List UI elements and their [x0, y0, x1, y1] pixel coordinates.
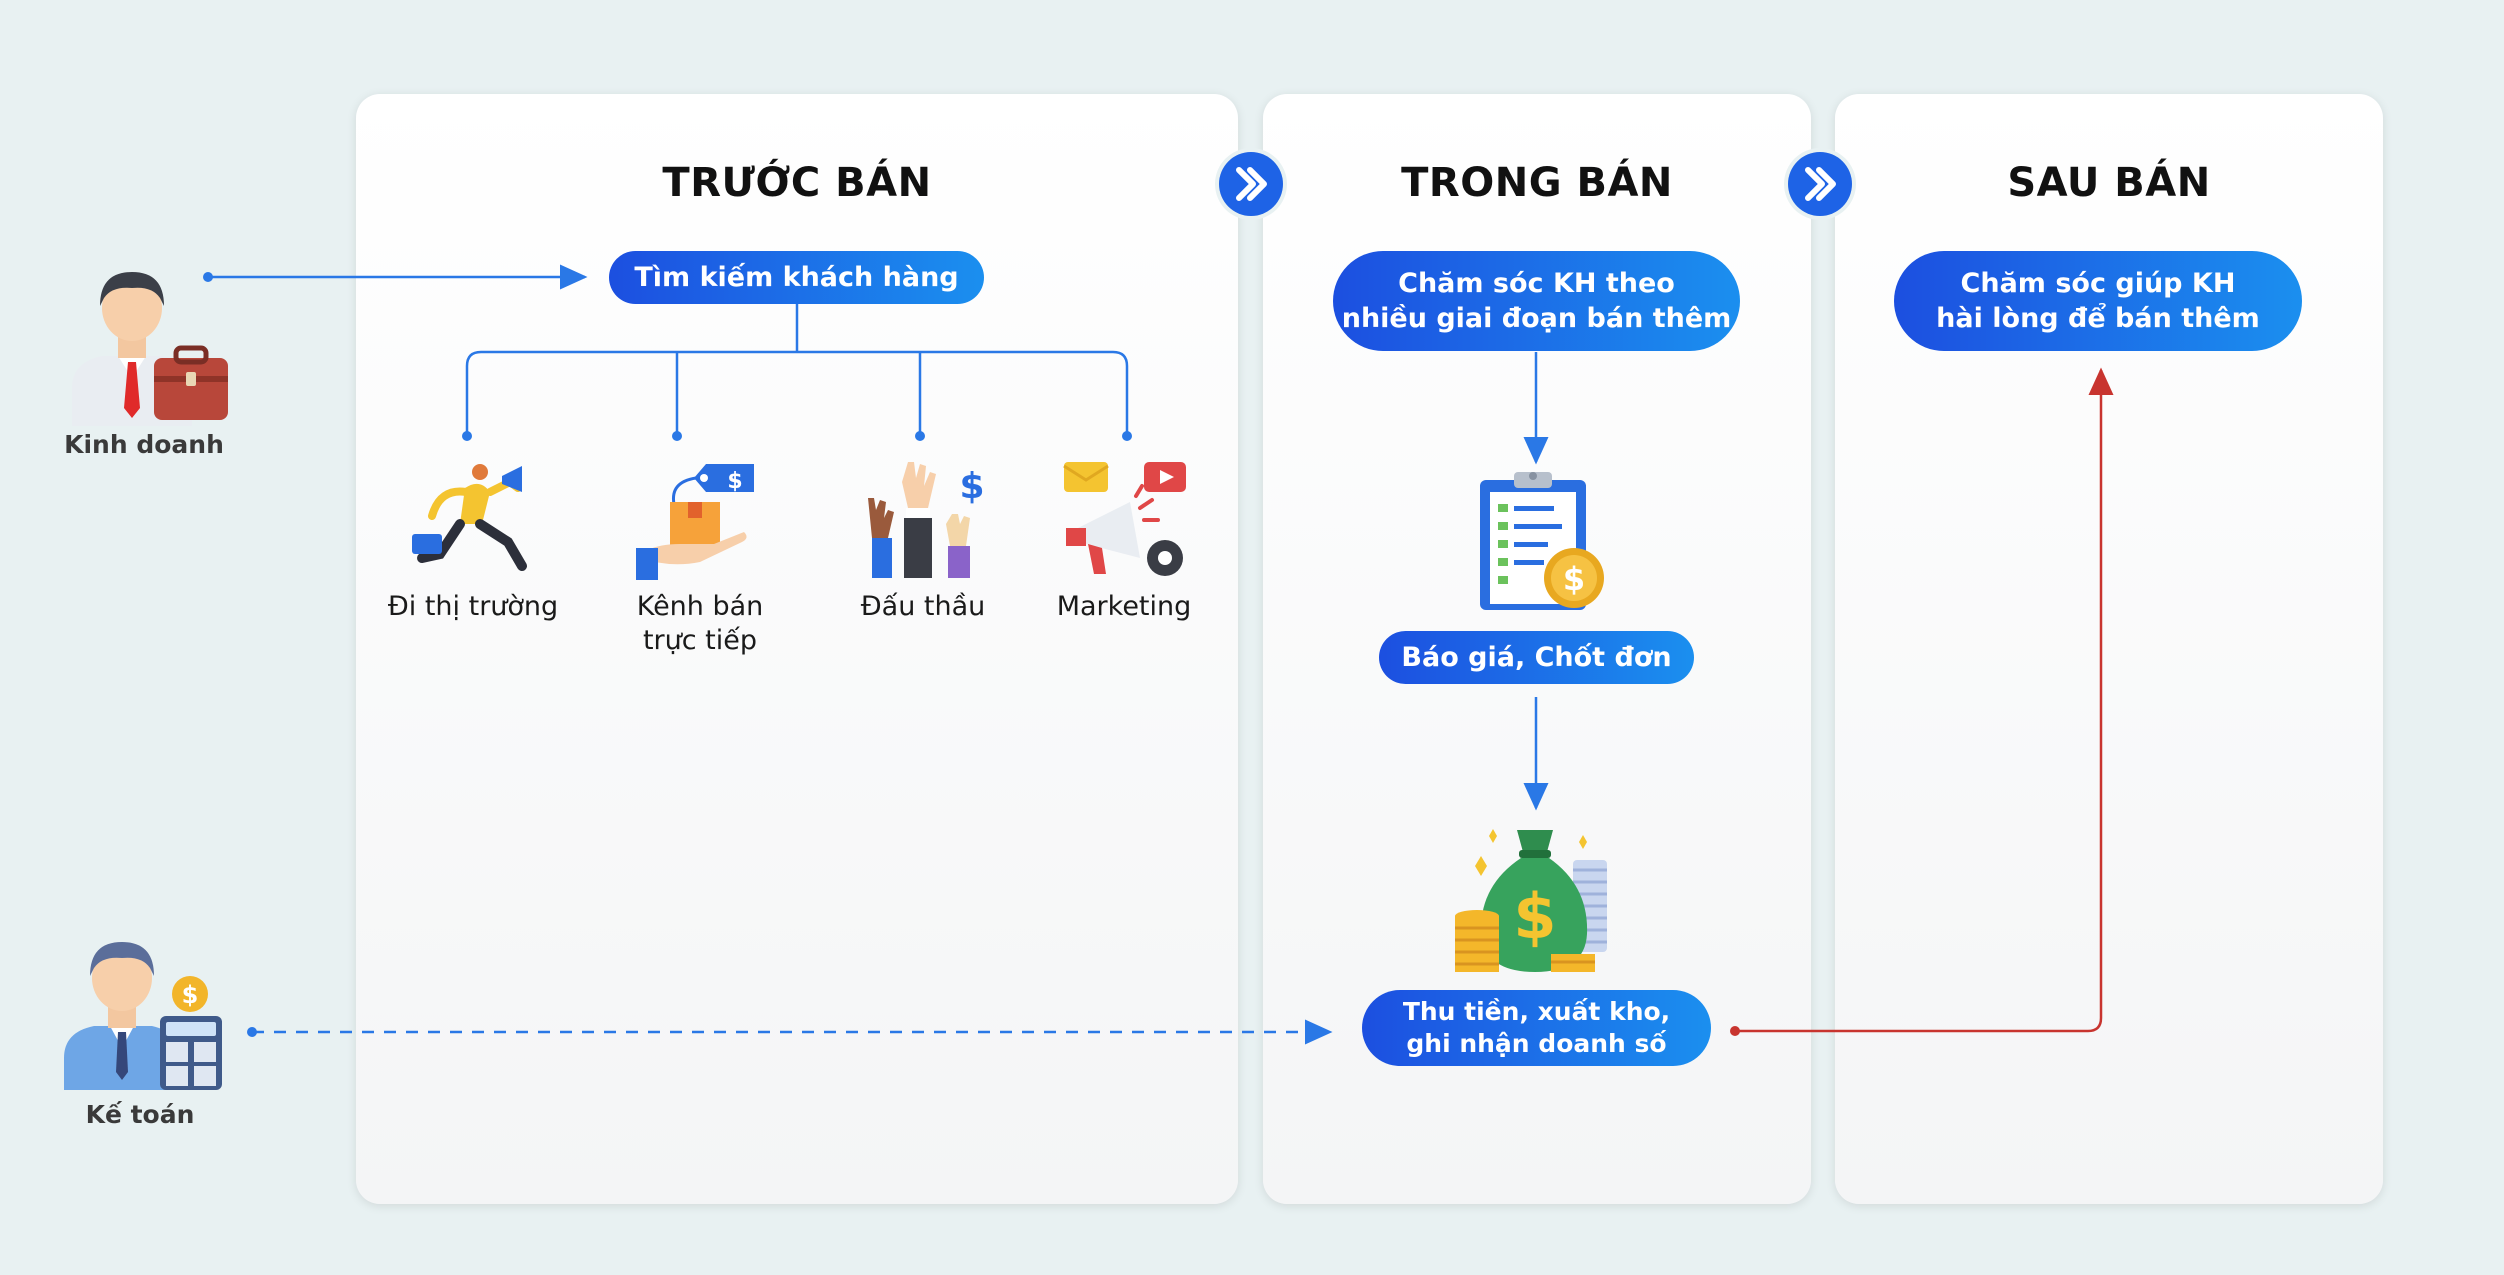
svg-text:$: $ — [1513, 880, 1556, 953]
raised-hands-bidding-icon: $ — [862, 458, 992, 583]
stage-title-post-sale: SAU BÁN — [2007, 160, 2211, 206]
clipboard-dollar-icon: $ — [1476, 470, 1606, 615]
collect-payment-node: Thu tiền, xuất kho, ghi nhận doanh số — [1362, 990, 1711, 1066]
hand-box-price-tag-icon: $ — [630, 458, 760, 583]
double-chevron-right-icon — [1219, 152, 1283, 216]
channel-label-bidding: Đấu thầu — [860, 591, 986, 622]
accountant-icon: $ — [60, 932, 230, 1092]
megaphone-marketing-icon — [1060, 458, 1190, 583]
accountant-role-label: Kế toán — [85, 1100, 195, 1129]
stage-title-pre-sale: TRƯỚC BÁN — [662, 160, 932, 206]
channel-label-field-sales: Đi thị trường — [387, 591, 559, 622]
salesman-icon — [62, 258, 232, 426]
svg-text:$: $ — [182, 981, 199, 1009]
quote-close-node: Báo giá, Chốt đơn — [1379, 631, 1694, 684]
double-chevron-right-icon — [1788, 152, 1852, 216]
svg-text:$: $ — [1563, 560, 1585, 598]
care-stages-node: Chăm sóc KH theo nhiều giai đoạn bán thê… — [1333, 251, 1740, 351]
stage-title-in-sale: TRONG BÁN — [1401, 160, 1673, 206]
find-customers-node: Tìm kiếm khách hàng — [609, 251, 984, 304]
money-bag-coins-icon: $ — [1455, 816, 1617, 976]
sales-role-label: Kinh doanh — [64, 430, 224, 459]
channel-label-direct-sales: Kênh bán trực tiếp — [636, 591, 764, 656]
running-man-megaphone-icon — [410, 458, 530, 583]
post-sale-care-node: Chăm sóc giúp KH hài lòng để bán thêm — [1894, 251, 2302, 351]
svg-text:$: $ — [959, 466, 984, 507]
svg-text:$: $ — [727, 469, 742, 494]
channel-label-marketing: Marketing — [1056, 591, 1192, 622]
